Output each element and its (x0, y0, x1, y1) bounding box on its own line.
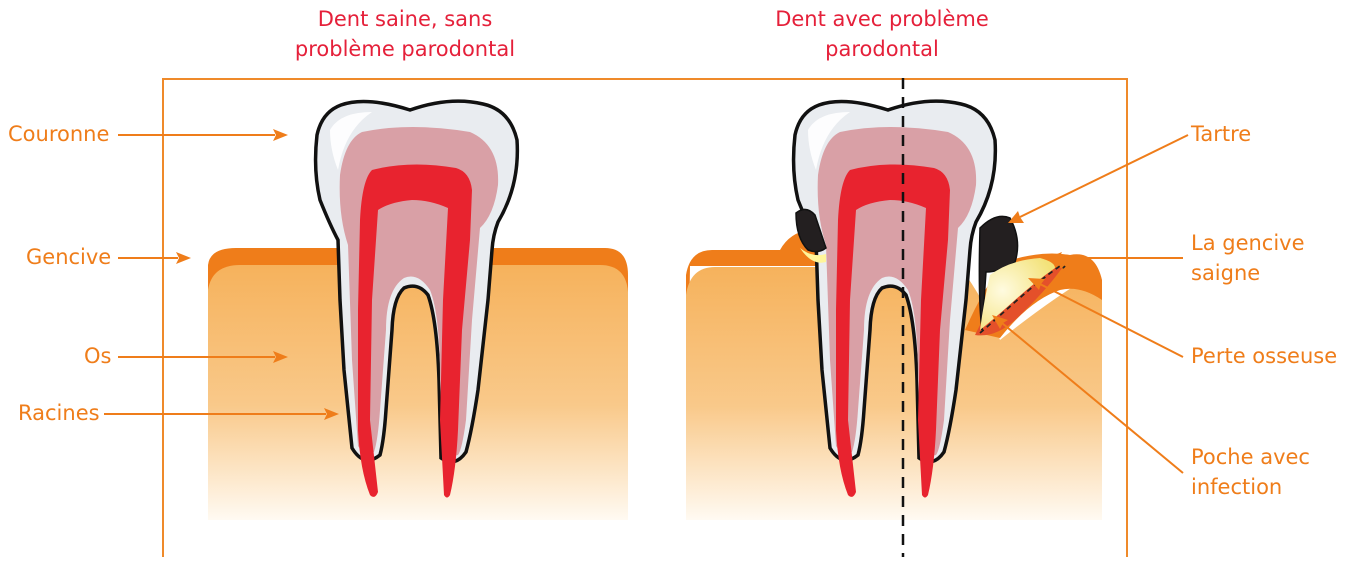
label-gum: Gencive (26, 242, 111, 272)
label-crown: Couronne (8, 119, 109, 149)
label-tartar: Tartre (1191, 119, 1251, 149)
arrowhead-crown (273, 129, 288, 141)
arrow-tartar (1020, 135, 1188, 217)
title-healthy: Dent saine, sans problème parodontal (255, 4, 555, 64)
label-roots: Racines (18, 398, 100, 428)
bone-left (208, 265, 628, 520)
bone-right (686, 267, 1102, 520)
problem-tooth-panel (686, 78, 1102, 557)
label-bleeding-gum: La gencive saigne (1191, 228, 1305, 288)
label-infected-pocket: Poche avec infection (1191, 442, 1310, 502)
label-bone-loss: Perte osseuse (1191, 341, 1337, 371)
healthy-tooth-panel (208, 101, 628, 520)
label-bone: Os (84, 341, 111, 371)
title-problem: Dent avec problème parodontal (742, 4, 1022, 64)
arrowhead-gum (176, 252, 191, 264)
